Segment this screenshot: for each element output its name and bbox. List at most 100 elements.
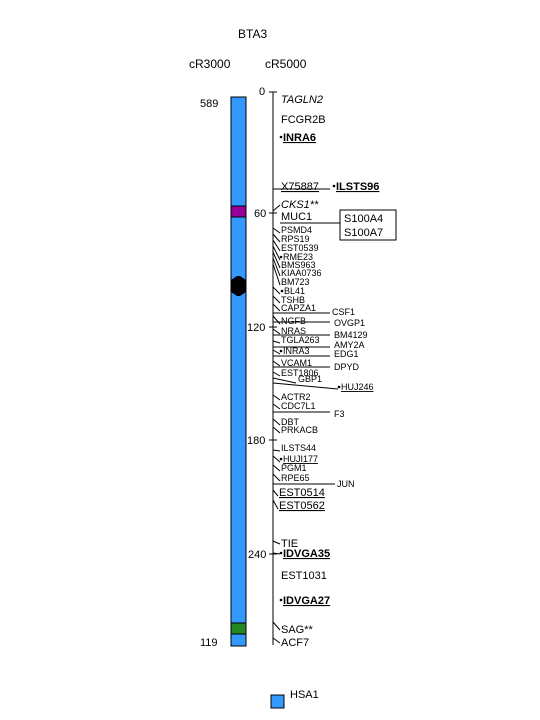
- left-scale-bottom: 119: [200, 637, 218, 649]
- scale-ticks: [269, 91, 277, 555]
- marker-label-rme23: RME23: [283, 252, 313, 262]
- marker-label-ilsts96: ILSTS96: [336, 181, 379, 193]
- marker-dot-bl41: [280, 289, 284, 293]
- marker-label-tgla263: TGLA263: [281, 335, 320, 345]
- marker-label-sag: SAG**: [281, 624, 314, 636]
- marker-dot-rme23: [279, 255, 283, 259]
- marker-label-bl41: BL41: [284, 286, 305, 296]
- connector-line: [272, 377, 297, 384]
- connector-line: [272, 621, 281, 631]
- marker-label-tshb: TSHB: [281, 295, 305, 305]
- connector-line: [272, 540, 281, 545]
- marker-label-vcam1: VCAM1: [281, 358, 312, 368]
- marker-label-inra3: INRA3: [283, 346, 310, 356]
- marker-label-nras: NRAS: [281, 326, 306, 336]
- marker-label-acf7: ACF7: [281, 637, 309, 649]
- connector-line: [272, 251, 281, 269]
- connector-line: [272, 263, 281, 286]
- marker-label-capza1: CAPZA1: [281, 303, 316, 313]
- connector-line: [272, 227, 281, 234]
- scale-tick-0: 0: [259, 86, 265, 98]
- connector-line: [272, 295, 281, 304]
- marker-label-bm723: BM723: [281, 277, 310, 287]
- chromosome-bar: [230, 96, 247, 647]
- connector-line: [272, 418, 281, 426]
- marker-label-gbp1: GBP1: [298, 374, 322, 384]
- chromosome-title: BTA3: [238, 27, 267, 41]
- connector-line: [272, 245, 281, 261]
- connector-line: [272, 382, 339, 390]
- marker-label-ngfb: NGFB: [281, 316, 306, 326]
- marker-dot-ilsts96: [332, 184, 336, 188]
- marker-label-psmd4: PSMD4: [281, 225, 312, 235]
- marker-label-jun: JUN: [337, 479, 355, 489]
- marker-label-dpyd: DPYD: [334, 362, 360, 372]
- marker-label-actr2: ACTR2: [281, 392, 311, 402]
- connector-line: [272, 303, 281, 312]
- marker-label-amy2a: AMY2A: [334, 340, 365, 350]
- marker-label-x75887: X75887: [281, 181, 319, 193]
- legend-swatch: [270, 694, 285, 709]
- connector-line: [272, 426, 281, 434]
- marker-label-pgm1: PGM1: [281, 463, 307, 473]
- marker-label-dbt: DBT: [281, 417, 300, 427]
- marker-label-est1031: EST1031: [281, 570, 327, 582]
- connector-line: [272, 449, 281, 452]
- centromere: [231, 276, 246, 296]
- marker-label-kiaa0736: KIAA0736: [281, 268, 322, 278]
- marker-label-est0562: EST0562: [279, 500, 325, 512]
- marker-dot-idvga35: [279, 551, 283, 555]
- marker-label-est1806: EST1806: [281, 368, 319, 378]
- marker-label-muc1: MUC1: [281, 211, 312, 223]
- scale-tick-120: 120: [247, 322, 265, 334]
- marker-label-csf1: CSF1: [332, 307, 355, 317]
- marker-dot-inra6: [279, 135, 283, 139]
- marker-label-est0514: EST0514: [279, 487, 325, 499]
- marker-dot-huji177: [279, 457, 283, 461]
- connector-line: [272, 371, 281, 377]
- connector-line: [272, 239, 281, 252]
- marker-label-cdc7l1: CDC7L1: [281, 401, 316, 411]
- marker-label-bms963: BMS963: [281, 260, 316, 270]
- marker-label-rpe65: RPE65: [281, 473, 310, 483]
- marker-dot-huj246: [337, 385, 341, 389]
- connector-line: [272, 394, 281, 401]
- scale-tick-180: 180: [247, 435, 265, 447]
- connector-line: [272, 328, 281, 335]
- marker-connectors: [272, 188, 397, 644]
- marker-label-inra6: INRA6: [283, 132, 316, 144]
- chromosome-band-green: [230, 622, 247, 635]
- marker-label-f3: F3: [334, 409, 345, 419]
- scale-tick-60: 60: [254, 208, 266, 220]
- marker-dot-inra3: [279, 349, 283, 353]
- s100-group-box: [339, 209, 397, 241]
- connector-line: [272, 286, 281, 295]
- connector-line: [272, 464, 281, 472]
- left-scale-label: cR3000: [189, 57, 231, 71]
- legend-label: HSA1: [290, 689, 319, 701]
- connector-line: [272, 315, 281, 325]
- marker-label-est0539: EST0539: [281, 243, 319, 253]
- marker-label-cks1: CKS1**: [281, 199, 319, 211]
- marker-label-idvga35: IDVGA35: [283, 548, 330, 560]
- marker-label-tie: TIE: [281, 538, 298, 550]
- marker-label-tagln2: TAGLN2: [281, 94, 323, 106]
- left-scale-top: 589: [200, 98, 218, 110]
- connector-line: [272, 360, 281, 367]
- right-scale-label: cR5000: [265, 57, 307, 71]
- connector-line: [272, 499, 279, 510]
- chromosome-band-magenta: [230, 205, 247, 218]
- connector-line: [272, 552, 281, 555]
- marker-label-ilsts44: ILSTS44: [281, 443, 316, 453]
- connector-line: [272, 637, 281, 644]
- marker-label-huj246: HUJ246: [341, 382, 374, 392]
- marker-label-s100a4: S100A4: [344, 213, 383, 225]
- connector-line: [272, 257, 281, 277]
- connector-line: [272, 473, 281, 482]
- marker-label-edg1: EDG1: [334, 349, 359, 359]
- connector-line: [272, 489, 279, 497]
- marker-label-bm4129: BM4129: [334, 330, 368, 340]
- marker-label-s100a7: S100A7: [344, 227, 383, 239]
